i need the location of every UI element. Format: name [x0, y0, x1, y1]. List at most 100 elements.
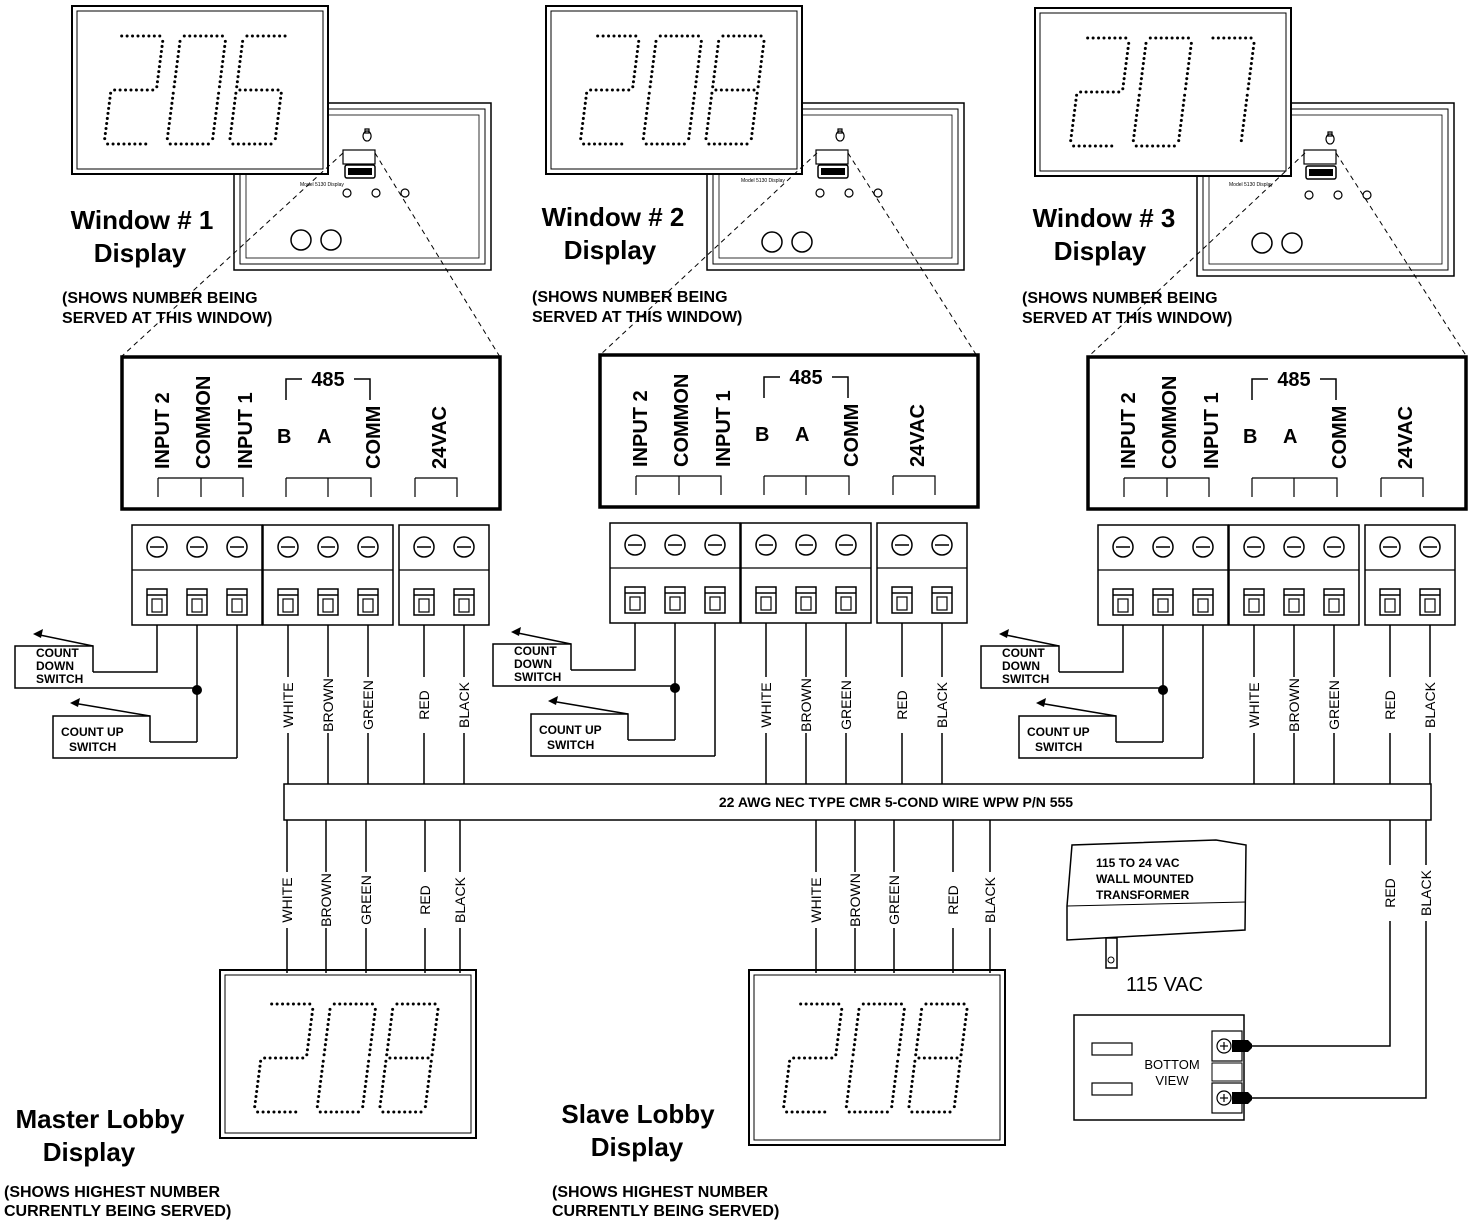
- window-3-caption-line2: SERVED AT THIS WINDOW): [1022, 310, 1232, 327]
- window-2-display: Model 5130 Display Window # 2 Display (S…: [532, 5, 965, 326]
- label-b: B: [1243, 426, 1257, 448]
- wire-label-red: RED: [416, 690, 432, 720]
- label-input2: INPUT 2: [630, 390, 652, 467]
- select-button-icon: [1333, 190, 1343, 200]
- window-2-caption-line2: SERVED AT THIS WINDOW): [532, 309, 742, 326]
- count-up-label-1: COUNT UP: [539, 723, 602, 737]
- transformer-label-line2: WALL MOUNTED: [1096, 872, 1194, 886]
- bus-label: 22 AWG NEC TYPE CMR 5-COND WIRE WPW P/N …: [719, 794, 1073, 810]
- label-common: COMMON: [671, 374, 693, 467]
- connector-24vac: [876, 522, 968, 624]
- label-b: B: [277, 426, 291, 448]
- label-a: A: [1283, 426, 1297, 448]
- digit: [165, 34, 227, 146]
- wire-label-red: RED: [1382, 690, 1398, 720]
- digit: [844, 1002, 906, 1114]
- count-up-label-2: SWITCH: [547, 738, 594, 752]
- connector-485: [262, 524, 394, 626]
- sync-button-icon: [873, 188, 883, 198]
- switch-arrow-icon: [70, 698, 80, 707]
- transformer-label-line3: TRANSFORMER: [1096, 888, 1190, 902]
- increment-button-icon: [1304, 190, 1314, 200]
- switch-arrow-icon: [548, 696, 558, 705]
- switch-arrow-icon: [511, 627, 521, 636]
- wire-label-brown: BROWN: [1286, 678, 1302, 732]
- model-label: Model 5130 Display: [741, 178, 785, 184]
- junction-dot-icon: [670, 683, 680, 693]
- terminal-label-box: [120, 355, 502, 511]
- keyhole-icon: [362, 128, 372, 142]
- digit: [1131, 36, 1193, 148]
- digit: [103, 34, 165, 146]
- slave-lobby-digits: [782, 1002, 969, 1114]
- digit: [1211, 36, 1256, 143]
- label-comm: COMM: [363, 406, 385, 469]
- label-comm: COMM: [1329, 406, 1351, 469]
- count-down-label-1: COUNT: [1002, 646, 1045, 660]
- wire-label-red: RED: [945, 885, 961, 915]
- wire-label-red: RED: [1382, 878, 1398, 908]
- count-down-label-3: SWITCH: [1002, 672, 1049, 686]
- sync-button-icon: [1362, 190, 1372, 200]
- internal-chime-jack-icon: [320, 229, 342, 251]
- plug-prong-icon: [1105, 937, 1118, 969]
- window-2-caption-line1: (SHOWS NUMBER BEING: [532, 289, 728, 306]
- label-comm: COMM: [841, 404, 863, 467]
- digit: [228, 34, 287, 146]
- door-chime-jack-icon: [1251, 232, 1273, 254]
- slave-lobby-caption-line2: CURRENTLY BEING SERVED): [552, 1203, 779, 1220]
- digit: [253, 1002, 315, 1114]
- label-common: COMMON: [1159, 376, 1181, 469]
- label-485: 485: [1277, 369, 1310, 391]
- label-input2: INPUT 2: [152, 392, 174, 469]
- keyhole-icon: [1325, 131, 1335, 145]
- label-common: COMMON: [193, 376, 215, 469]
- window-3-display: Model 5130 Display Window # 3 Display (S…: [1022, 7, 1455, 327]
- switch-arrow-icon: [1036, 698, 1046, 707]
- connector-24vac: [398, 524, 490, 626]
- count-up-label-1: COUNT UP: [1027, 725, 1090, 739]
- master-lobby-subtitle: Display: [43, 1137, 136, 1167]
- wire-label-white: WHITE: [758, 682, 774, 727]
- transformer-bottom-view: BOTTOM VIEW: [1073, 820, 1427, 1121]
- wire-label-red: RED: [417, 885, 433, 915]
- digit: [782, 1002, 844, 1114]
- wire-label-green: GREEN: [838, 680, 854, 730]
- wire-label-green: GREEN: [358, 875, 374, 925]
- digit: [315, 1002, 377, 1114]
- model-label: Model 5130 Display: [1229, 182, 1273, 188]
- window-1-subtitle: Display: [94, 238, 187, 268]
- door-chime-jack-icon: [761, 231, 783, 253]
- slave-lobby-caption-line1: (SHOWS HIGHEST NUMBER: [552, 1184, 768, 1201]
- slave-lobby-subtitle: Display: [591, 1132, 684, 1162]
- digit: [378, 1002, 440, 1114]
- wire-label-brown: BROWN: [847, 873, 863, 927]
- wire-label-black: BLACK: [452, 876, 468, 923]
- wire-label-green: GREEN: [1326, 680, 1342, 730]
- slave-lobby-display: Slave Lobby Display (SHOWS HIGHEST NUMBE…: [552, 969, 1006, 1220]
- connector-inputs: [1097, 524, 1229, 626]
- count-down-label-1: COUNT: [36, 646, 79, 660]
- count-down-label-3: SWITCH: [514, 670, 561, 684]
- internal-chime-jack-icon: [791, 231, 813, 253]
- window-1-caption-line1: (SHOWS NUMBER BEING: [62, 290, 258, 307]
- window-1-title: Window # 1: [71, 205, 214, 235]
- window-2-digits: [579, 34, 766, 146]
- dip-switch-icon: [1303, 149, 1337, 165]
- label-485: 485: [311, 369, 344, 391]
- master-lobby-display: Master Lobby Display (SHOWS HIGHEST NUMB…: [4, 969, 477, 1220]
- door-chime-jack-icon: [290, 229, 312, 251]
- digit: [907, 1002, 969, 1114]
- count-up-label-2: SWITCH: [69, 740, 116, 754]
